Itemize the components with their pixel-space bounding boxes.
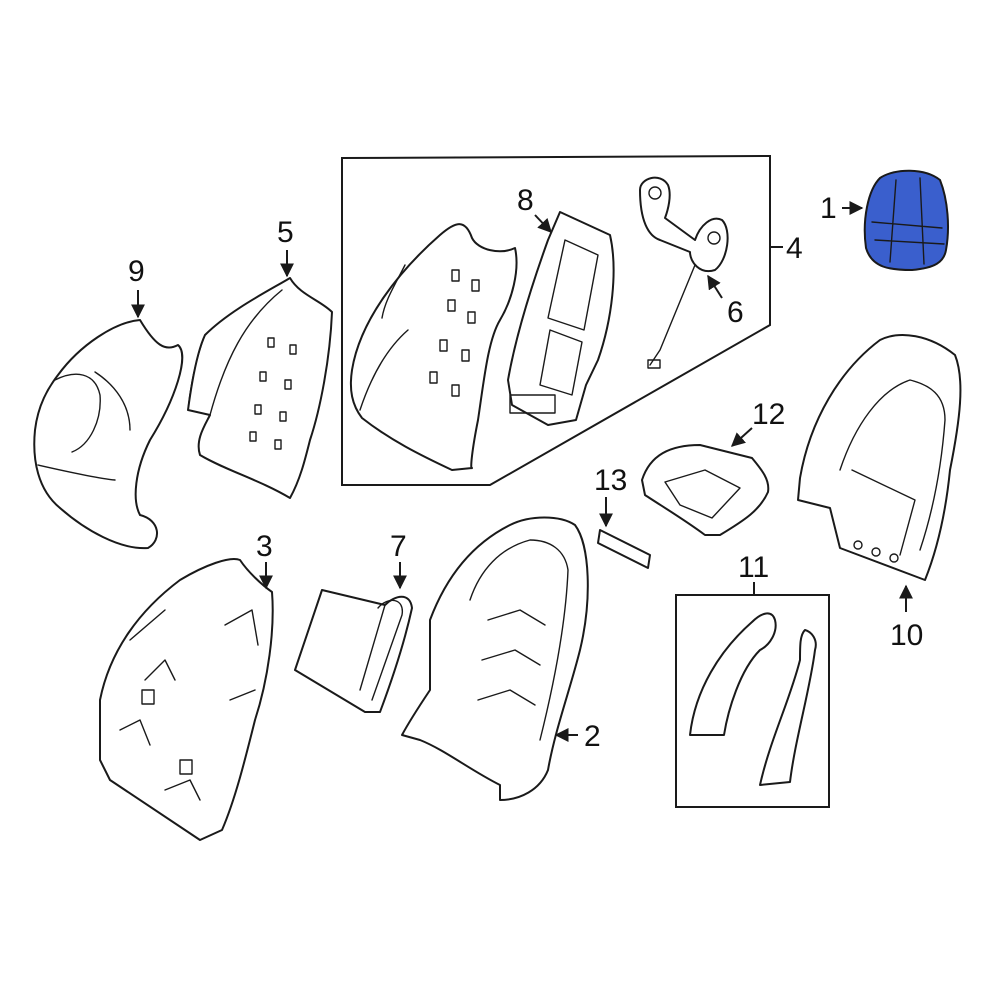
callout-11: 11 (738, 551, 769, 584)
part-6-cable-bracket[interactable] (639, 176, 729, 369)
callout-7: 7 (390, 530, 407, 563)
part-13-clip[interactable] (597, 529, 651, 569)
callout-10: 10 (890, 619, 923, 652)
part-10-back-shell[interactable] (797, 334, 962, 581)
part-3-rear-panel[interactable] (99, 558, 274, 841)
part-9-seat-back-cover[interactable] (33, 319, 184, 550)
callout-5: 5 (277, 216, 294, 249)
callout-4: 4 (786, 232, 803, 265)
callout-8: 8 (517, 184, 534, 217)
part-7-module[interactable] (294, 589, 413, 713)
callout-1: 1 (820, 192, 837, 225)
callout-3: 3 (256, 530, 273, 563)
part-12-trim-cover[interactable] (641, 444, 770, 536)
callout-12: 12 (752, 398, 785, 431)
part-1-headrest[interactable] (863, 169, 949, 272)
callout-6: 6 (727, 296, 744, 329)
part-5-back-panel[interactable] (187, 277, 333, 499)
leader-6 (707, 274, 723, 299)
callout-13: 13 (594, 464, 627, 497)
callout-2: 2 (584, 720, 601, 753)
part-4-backrest-cushion[interactable] (349, 223, 518, 471)
part-11-side-trims[interactable] (675, 594, 830, 808)
leader-8 (534, 214, 552, 234)
part-8-lumbar-frame[interactable] (507, 211, 615, 426)
leader-12 (730, 427, 753, 447)
callout-labels: 1 2 3 4 5 6 7 8 9 10 11 12 13 (128, 184, 923, 753)
leader-lines (131, 201, 913, 742)
part-2-back-frame[interactable] (401, 516, 589, 801)
callout-9: 9 (128, 255, 145, 288)
part-4-group-box (341, 154, 771, 486)
